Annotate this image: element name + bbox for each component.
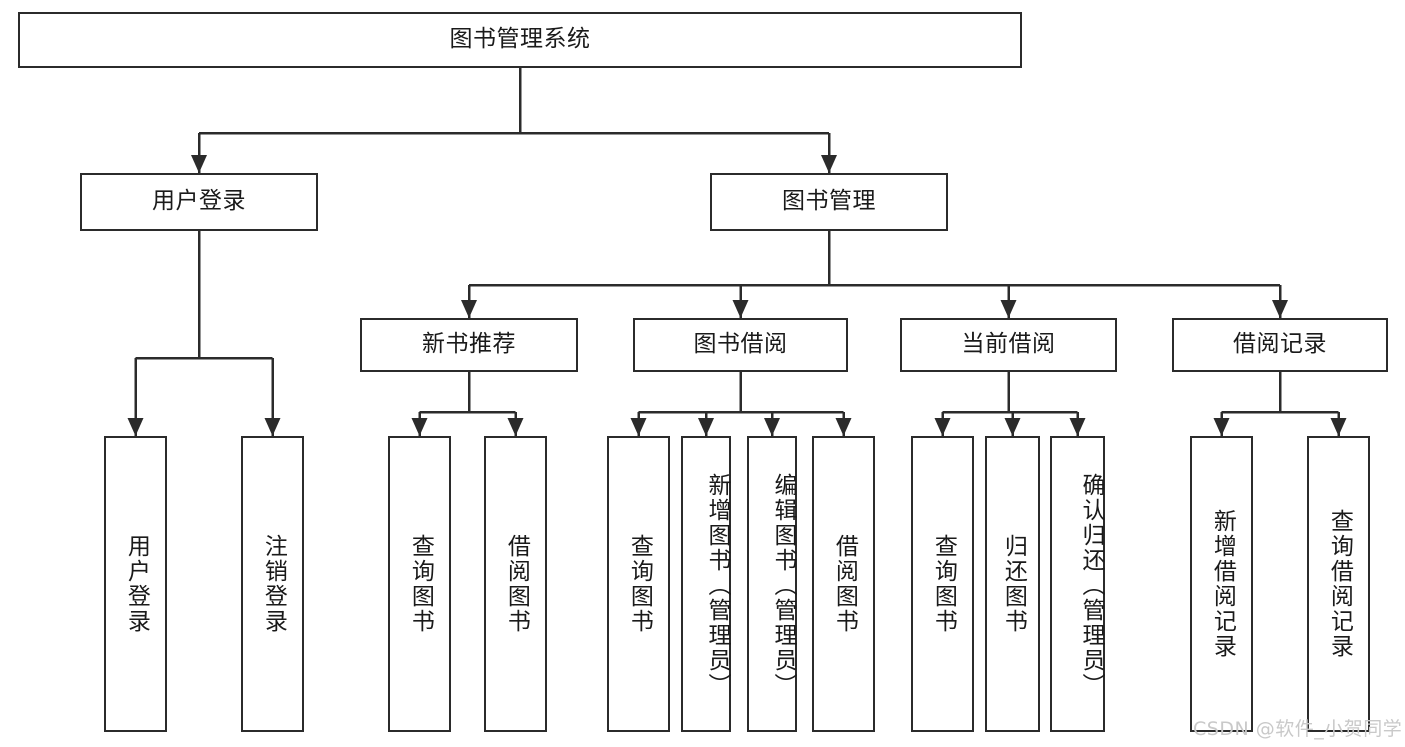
node-borrow-record[interactable]: 借阅记录 [1172,318,1388,372]
node-leaf-confirm-return[interactable]: 确认归还（管理员） [1050,436,1105,732]
csdn-watermark: CSDN @软件_小贺同学 [1193,718,1403,740]
node-label: 借阅记录 [1233,331,1327,358]
node-new-book-recommend[interactable]: 新书推荐 [360,318,578,372]
node-label: 当前借阅 [961,331,1056,358]
node-book-borrow[interactable]: 图书借阅 [633,318,848,372]
node-book-manage[interactable]: 图书管理 [710,173,948,231]
node-leaf-user-login[interactable]: 用户登录 [104,436,167,732]
node-leaf-edit-book[interactable]: 编辑图书（管理员） [747,436,797,732]
node-label: 查询图书 [407,534,434,634]
node-leaf-borrow-book-recommend[interactable]: 借阅图书 [484,436,547,732]
node-label: 编辑图书（管理员） [770,472,796,698]
node-label: 注销登录 [260,534,287,634]
node-current-borrow[interactable]: 当前借阅 [900,318,1117,372]
node-label: 查询图书 [626,534,653,634]
node-leaf-query-borrow-record[interactable]: 查询借阅记录 [1307,436,1370,732]
node-label: 用户登录 [123,534,150,634]
node-label: 图书借阅 [693,331,788,358]
node-label: 借阅图书 [831,534,858,634]
node-leaf-add-book[interactable]: 新增图书（管理员） [681,436,731,732]
node-label: 归还图书 [1000,534,1027,634]
node-label: 确认归还（管理员） [1078,472,1104,698]
node-label: 借阅图书 [503,534,530,634]
node-user-login[interactable]: 用户登录 [80,173,318,231]
node-leaf-query-book-recommend[interactable]: 查询图书 [388,436,451,732]
node-label: 新增借阅记录 [1209,509,1236,659]
node-leaf-logout[interactable]: 注销登录 [241,436,304,732]
node-label: 新书推荐 [422,331,516,358]
node-leaf-return-book[interactable]: 归还图书 [985,436,1040,732]
node-leaf-add-borrow-record[interactable]: 新增借阅记录 [1190,436,1253,732]
node-leaf-query-book-current[interactable]: 查询图书 [911,436,974,732]
node-label: 查询图书 [930,534,957,634]
node-label: 图书管理 [782,188,876,215]
node-label: 用户登录 [152,188,246,215]
node-label: 图书管理系统 [449,26,591,53]
node-label: 查询借阅记录 [1326,509,1353,659]
node-leaf-borrow-book[interactable]: 借阅图书 [812,436,875,732]
node-root[interactable]: 图书管理系统 [18,12,1022,68]
node-leaf-query-book-borrow[interactable]: 查询图书 [607,436,670,732]
node-label: 新增图书（管理员） [704,472,730,698]
